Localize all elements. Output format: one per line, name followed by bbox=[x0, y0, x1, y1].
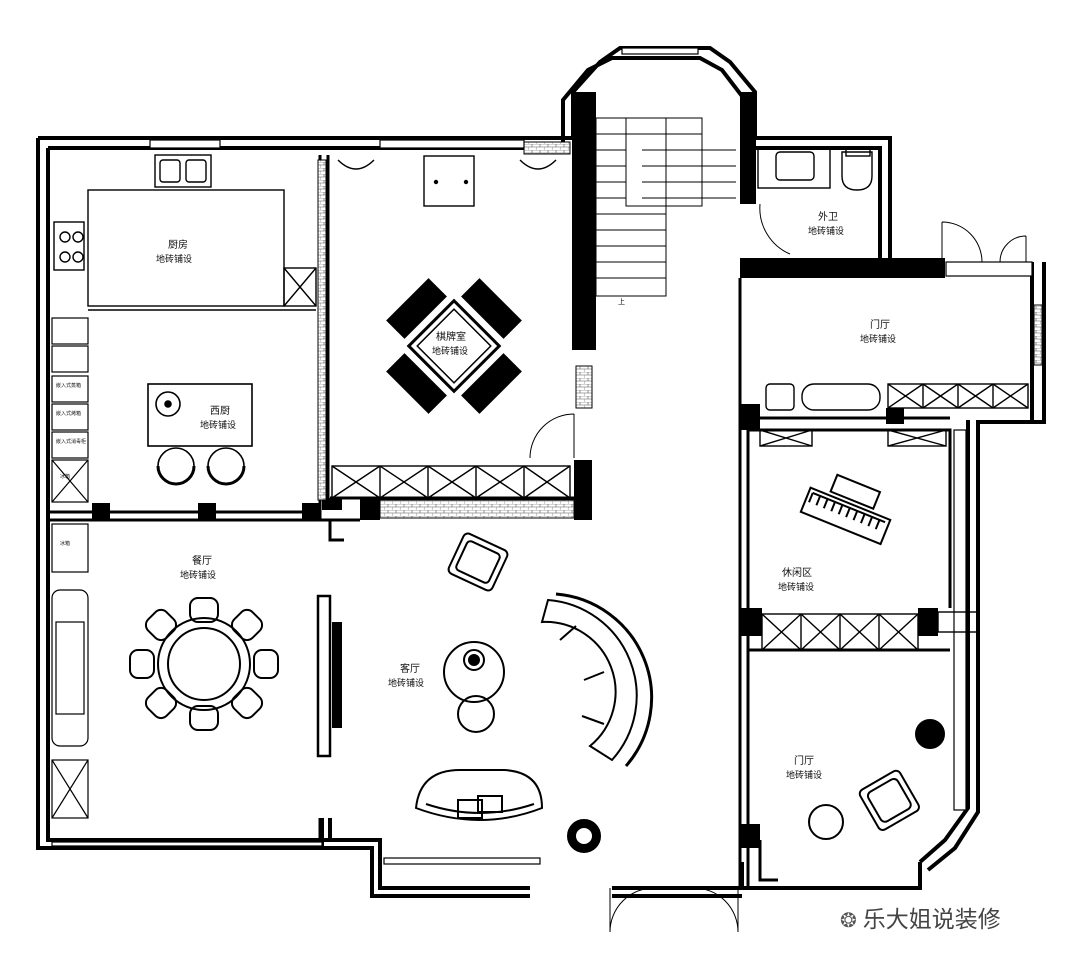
partition-screen bbox=[316, 594, 332, 758]
staircase bbox=[595, 117, 736, 297]
watermark: ❂乐大姐说装修 bbox=[840, 900, 1001, 934]
kitchen-area bbox=[53, 154, 317, 311]
wechat-icon: ❂ bbox=[840, 908, 857, 932]
label-west-kitchen-name: 西厨 bbox=[210, 405, 230, 417]
room-labels: 厨房 地砖铺设 西厨 地砖铺设 餐厅 地砖铺设 棋牌室 地砖铺设 客厅 地砖铺设… bbox=[156, 211, 896, 781]
appliance-column bbox=[51, 317, 89, 819]
windows bbox=[51, 47, 1033, 865]
fridge-label: 冰箱 bbox=[60, 540, 70, 547]
label-dining-floor: 地砖铺设 bbox=[180, 569, 216, 581]
study-furniture bbox=[808, 719, 945, 840]
label-kitchen-floor: 地砖铺设 bbox=[156, 253, 192, 265]
label-kitchen-name: 厨房 bbox=[168, 238, 188, 251]
foyer-cabinet bbox=[759, 383, 1029, 447]
appliance-label-fridge: 冰箱 bbox=[60, 473, 70, 480]
label-piano-room-floor: 地砖铺设 bbox=[778, 581, 814, 593]
brick-infill bbox=[317, 141, 1043, 519]
appliance-label-steamer: 嵌入式蒸箱 bbox=[56, 382, 81, 389]
mahjong-table bbox=[386, 278, 522, 414]
wall-columns bbox=[92, 92, 945, 848]
label-dining-name: 餐厅 bbox=[192, 554, 212, 567]
label-piano-room-name: 休闲区 bbox=[782, 566, 812, 579]
dining-chairs bbox=[129, 597, 279, 731]
appliance-label-oven: 嵌入式烤箱 bbox=[56, 410, 81, 417]
living-furniture bbox=[414, 532, 654, 853]
tea-room bbox=[331, 155, 571, 499]
label-guest-bath-floor: 地砖铺设 bbox=[808, 225, 844, 237]
label-living-floor: 地砖铺设 bbox=[388, 677, 424, 689]
label-foyer-floor: 地砖铺设 bbox=[860, 333, 896, 345]
appliance-label-disinfector: 嵌入式消毒柜 bbox=[56, 438, 86, 445]
label-foyer-name: 门厅 bbox=[870, 318, 890, 331]
label-west-kitchen-floor: 地砖铺设 bbox=[200, 419, 236, 431]
dining-table bbox=[129, 597, 279, 731]
label-study-floor: 地砖铺设 bbox=[786, 769, 822, 781]
label-study-name: 门厅 bbox=[794, 754, 814, 767]
partition-screen-inner bbox=[332, 622, 342, 728]
stair-up-label: 上 bbox=[618, 297, 625, 306]
doors bbox=[529, 203, 1027, 933]
west-kitchen-island bbox=[147, 383, 253, 486]
guest-bath bbox=[757, 147, 873, 191]
wardrobe-row bbox=[761, 611, 979, 651]
exterior-walls bbox=[36, 46, 1046, 898]
label-living-name: 客厅 bbox=[400, 662, 420, 675]
label-tea-room-name: 棋牌室 bbox=[436, 330, 466, 343]
label-tea-room-floor: 地砖铺设 bbox=[432, 345, 468, 357]
piano bbox=[799, 473, 892, 546]
watermark-text: 乐大姐说装修 bbox=[862, 907, 1001, 933]
label-guest-bath-name: 外卫 bbox=[818, 211, 838, 223]
